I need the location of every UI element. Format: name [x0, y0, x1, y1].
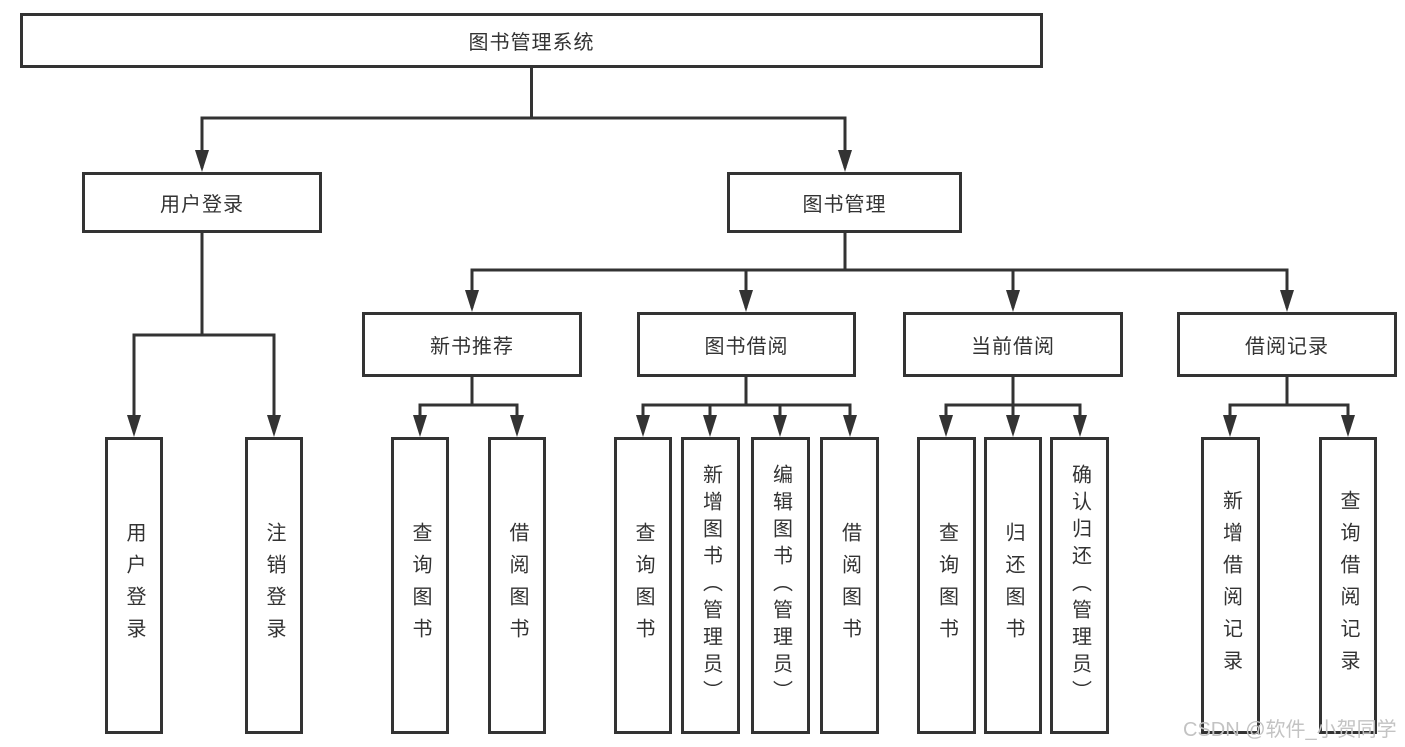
node-book-borrow: 图书借阅: [637, 312, 856, 377]
leaf-current-return: 归还图书: [984, 437, 1042, 734]
node-current-borrow: 当前借阅: [903, 312, 1123, 377]
leaf-record-add: 新增借阅记录: [1201, 437, 1260, 734]
node-user-login: 用户登录: [82, 172, 322, 233]
leaf-borrow-query: 查询图书: [614, 437, 672, 734]
leaf-user-login: 用户登录: [105, 437, 163, 734]
leaf-borrow-edit-admin: 编辑图书（管理员）: [751, 437, 810, 734]
node-borrow-record: 借阅记录: [1177, 312, 1397, 377]
leaf-current-confirm-admin: 确认归还（管理员）: [1050, 437, 1109, 734]
leaf-borrow-borrow: 借阅图书: [820, 437, 879, 734]
leaf-logout: 注销登录: [245, 437, 303, 734]
leaf-current-query: 查询图书: [917, 437, 976, 734]
leaf-newbook-query: 查询图书: [391, 437, 449, 734]
leaf-record-query: 查询借阅记录: [1319, 437, 1377, 734]
node-book-management: 图书管理: [727, 172, 962, 233]
watermark: CSDN @软件_小贺同学: [1183, 719, 1397, 741]
node-new-book-recommend: 新书推荐: [362, 312, 582, 377]
arrowhead-icons: [127, 150, 1355, 437]
node-root: 图书管理系统: [20, 13, 1043, 68]
leaf-newbook-borrow: 借阅图书: [488, 437, 546, 734]
leaf-borrow-add-admin: 新增图书（管理员）: [681, 437, 740, 734]
